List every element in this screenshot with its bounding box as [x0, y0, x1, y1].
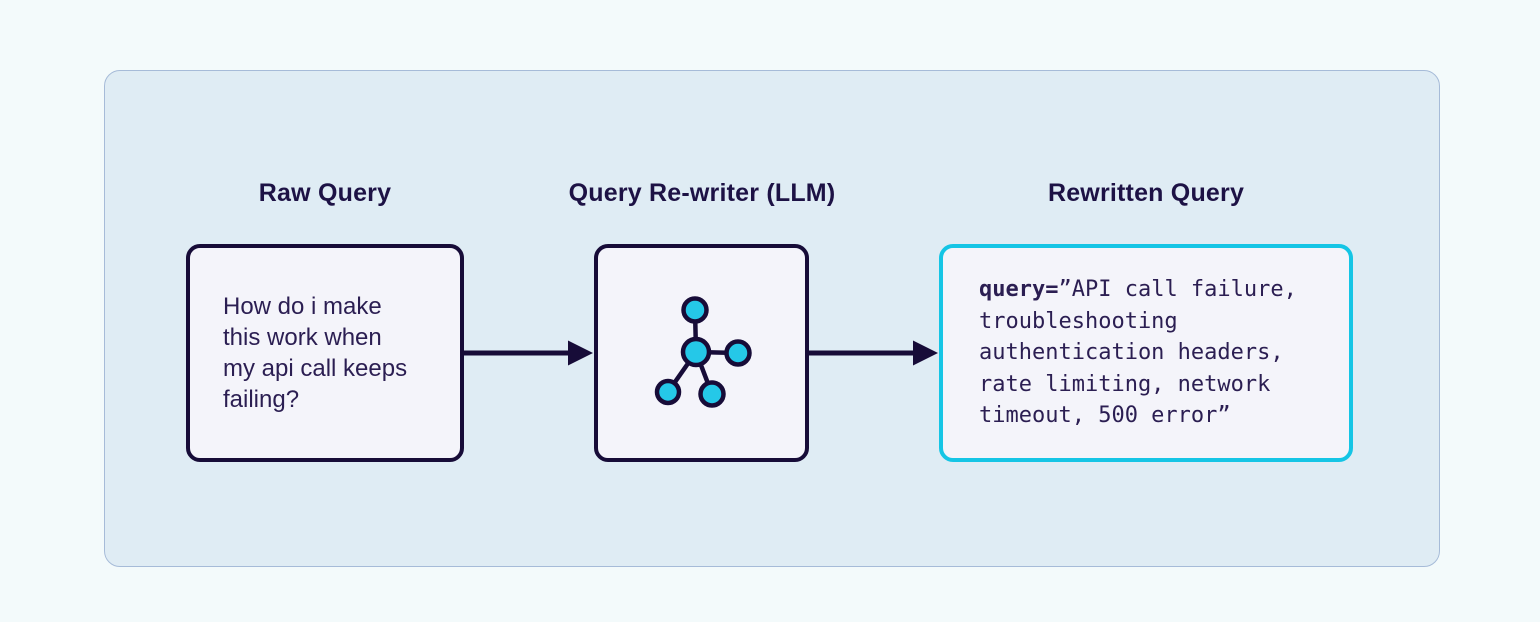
rewritten-query-title: Rewritten Query	[1047, 179, 1245, 207]
network-graph-icon	[654, 296, 752, 408]
query-rewriter-title: Query Re-writer (LLM)	[568, 179, 836, 207]
code-keyword: query=	[979, 277, 1059, 303]
code-line: troubleshooting	[979, 308, 1178, 334]
code-line: authentication headers,	[979, 340, 1284, 366]
raw-query-title: Raw Query	[258, 179, 392, 207]
rewritten-query-box: query=”API call failure, troubleshooting…	[939, 244, 1353, 462]
diagram-container: Raw Query Query Re-writer (LLM) Rewritte…	[104, 70, 1440, 567]
arrow-right-icon	[464, 340, 593, 366]
raw-query-line: my api call keeps	[223, 355, 408, 382]
arrow-right-icon	[807, 340, 938, 366]
raw-query-line: this work when	[223, 324, 382, 351]
code-value-start: ”API call failure,	[1058, 277, 1297, 303]
code-line: timeout, 500 error”	[979, 403, 1231, 429]
raw-query-text: How do i make this work when my api call…	[190, 291, 407, 415]
raw-query-box: How do i make this work when my api call…	[186, 244, 464, 462]
query-rewriter-box	[594, 244, 809, 462]
raw-query-line: How do i make	[223, 293, 382, 320]
rewritten-query-text: query=”API call failure, troubleshooting…	[943, 274, 1297, 432]
code-line: rate limiting, network	[979, 371, 1271, 397]
raw-query-line: failing?	[223, 386, 300, 413]
code-line: query=”API call failure,	[979, 274, 1297, 306]
